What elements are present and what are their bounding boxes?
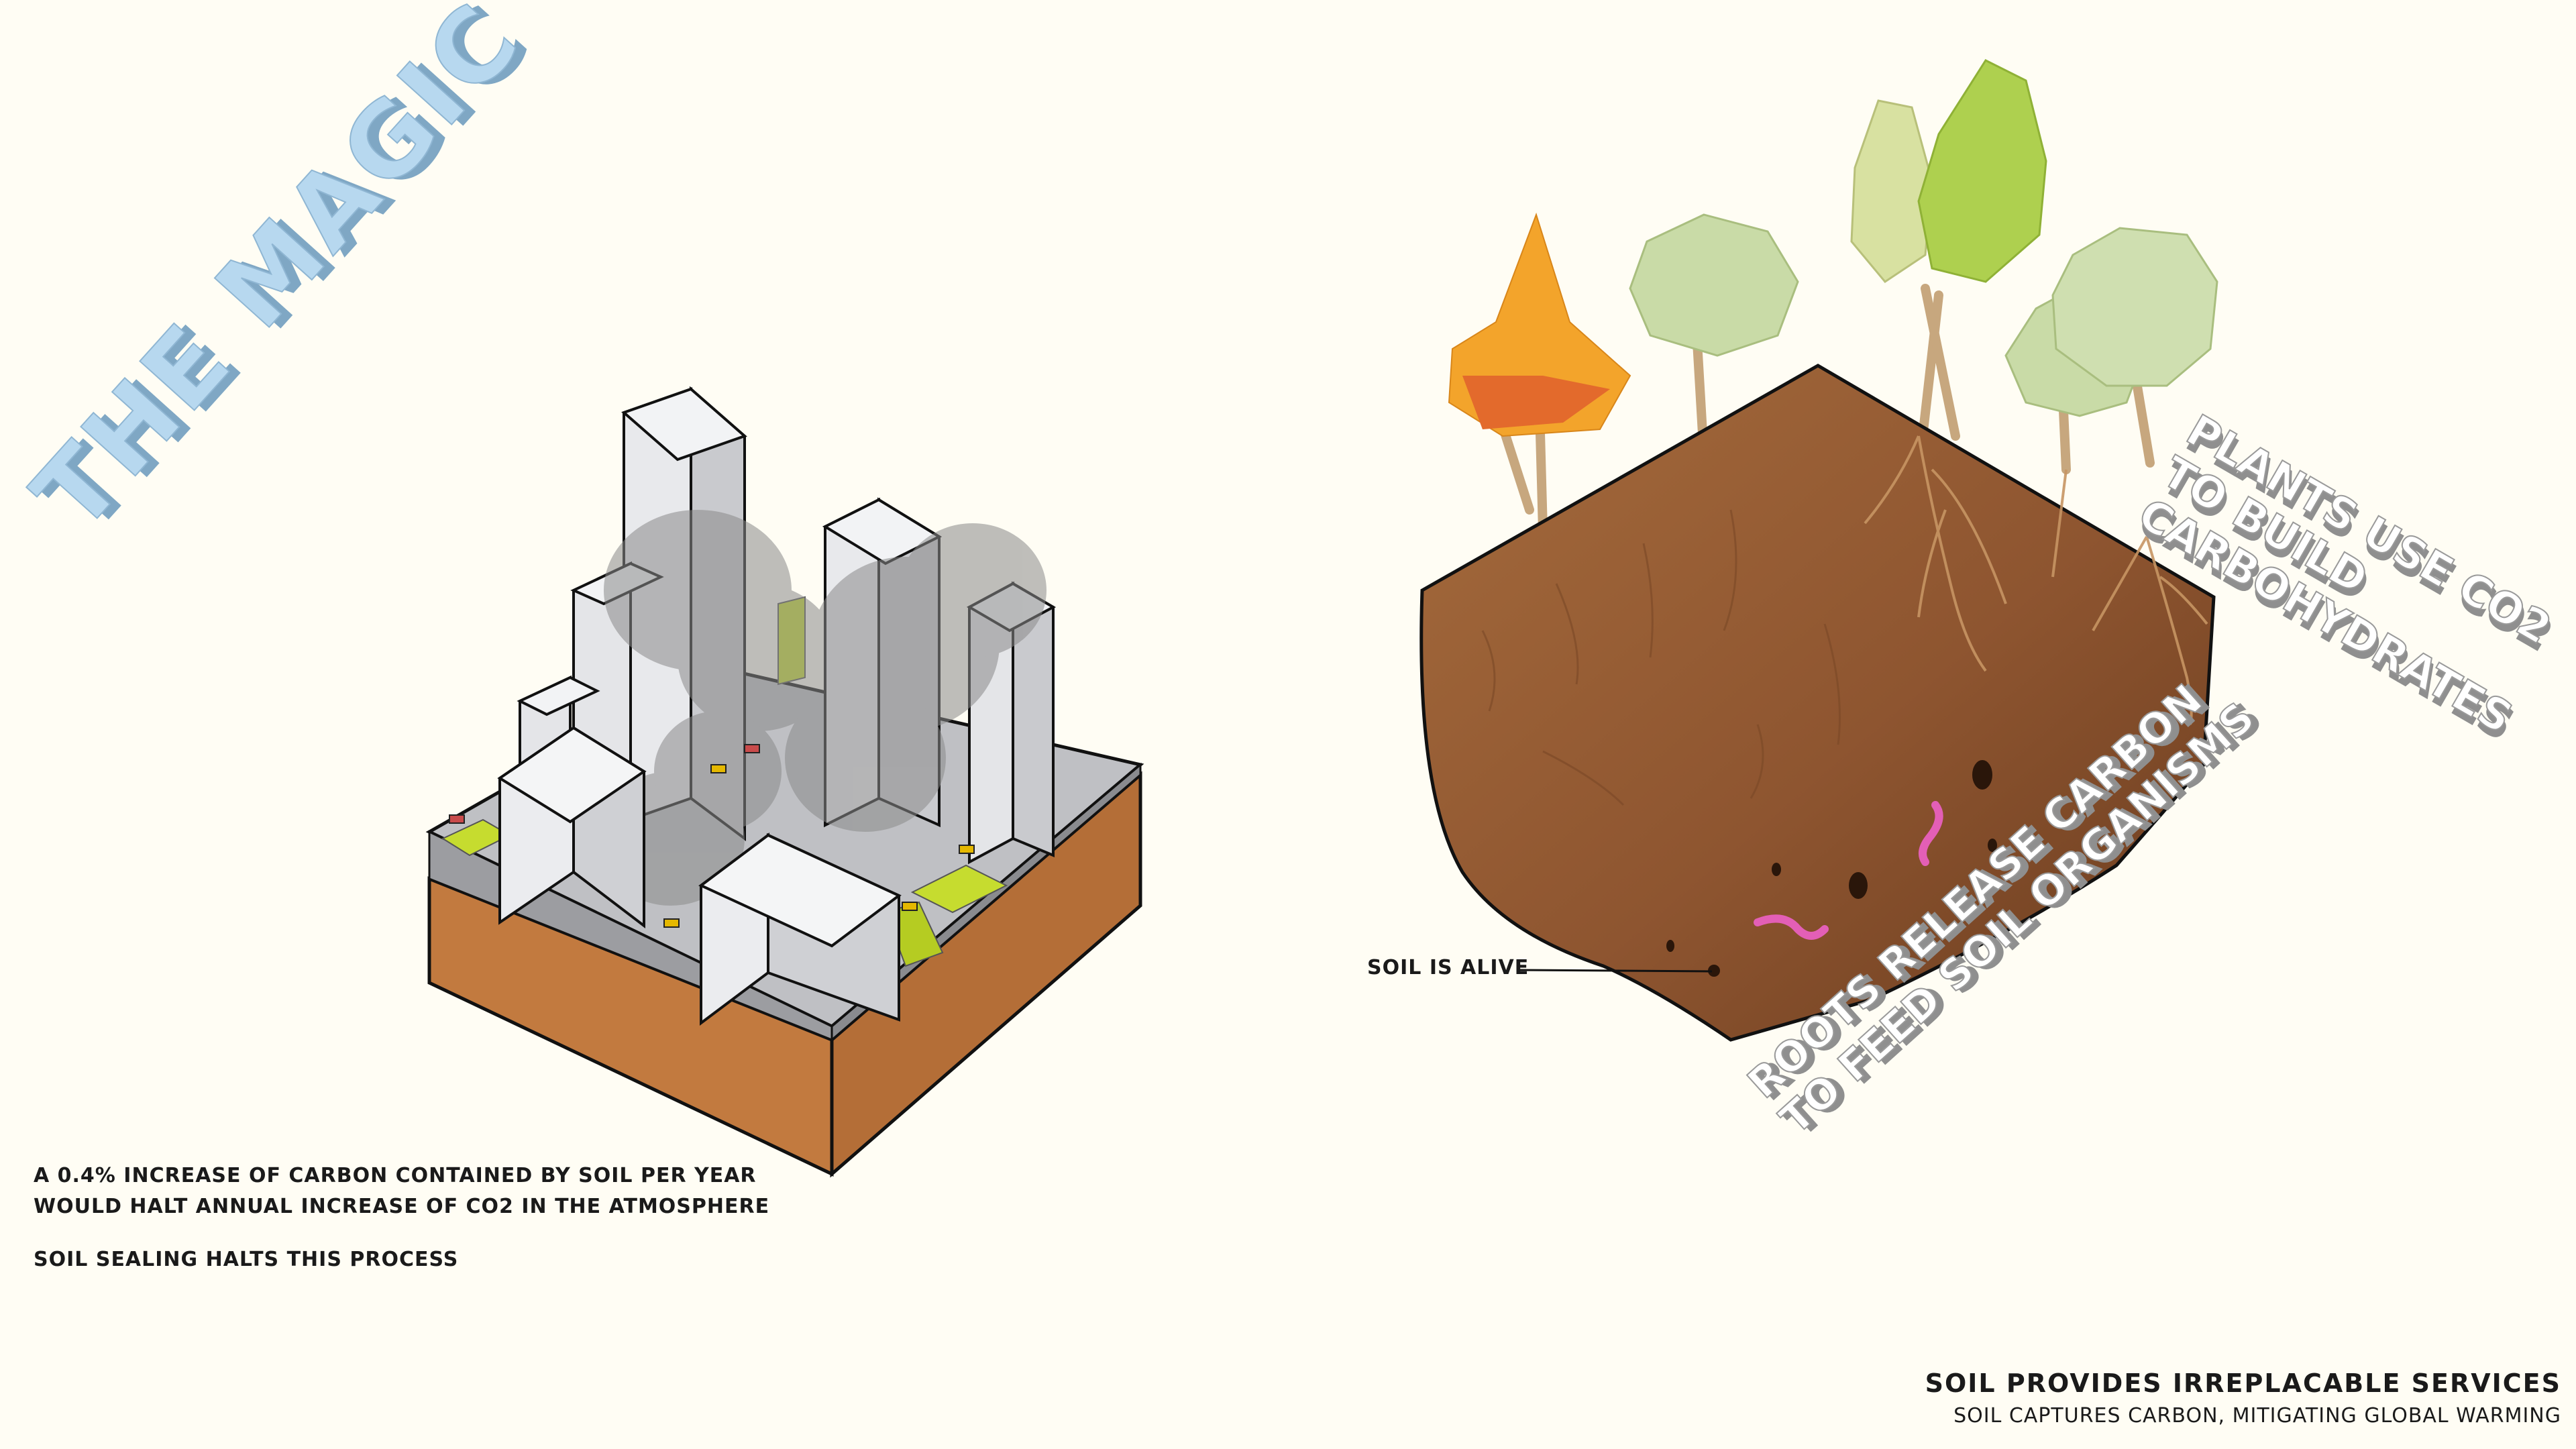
sealing-note: SOIL SEALING HALTS THIS PROCESS: [34, 1248, 459, 1271]
car: [902, 902, 918, 911]
sealed-city-block: [425, 386, 1144, 1178]
carbon-note-line1: A 0.4% INCREASE OF CARBON CONTAINED BY S…: [34, 1164, 757, 1187]
car: [710, 764, 727, 773]
car: [744, 744, 760, 753]
car: [449, 814, 465, 824]
green-space: [910, 864, 1008, 914]
title-text: THE MAGIC OF SOIL: [11, 0, 888, 553]
smoke-cloud: [597, 510, 1046, 906]
soil-contours: [1481, 509, 1841, 806]
earthworm: [1754, 914, 1829, 940]
soil-pores: [1666, 760, 1997, 977]
soil-alive-leader: [1517, 969, 1713, 973]
living-soil-block: [1419, 59, 2218, 1042]
car: [959, 845, 975, 854]
tree-round: [1629, 213, 1799, 357]
building: [497, 725, 647, 929]
tree-round: [2051, 227, 2218, 387]
footer-subtitle: SOIL CAPTURES CARBON, MITIGATING GLOBAL …: [1953, 1404, 2561, 1428]
soil-chunk: [1419, 364, 2216, 1042]
tree-roots: [1864, 435, 2208, 725]
diagram-title: THE MAGIC OF SOIL THE MAGIC OF SOIL: [11, 0, 900, 554]
footer-title: SOIL PROVIDES IRREPLACABLE SERVICES: [1925, 1368, 2561, 1398]
car: [663, 918, 680, 928]
tree-autumn: [1448, 212, 1631, 437]
earthworm: [1919, 801, 1943, 866]
carbon-note-line2: WOULD HALT ANNUAL INCREASE OF CO2 IN THE…: [34, 1195, 770, 1218]
carbon-note: A 0.4% INCREASE OF CARBON CONTAINED BY S…: [34, 1161, 839, 1222]
pavement-edge-right: [830, 762, 1142, 1042]
building: [698, 833, 902, 1026]
tree-tall: [1850, 59, 2047, 283]
soil-alive-label: SOIL IS ALIVE: [1367, 956, 1529, 979]
